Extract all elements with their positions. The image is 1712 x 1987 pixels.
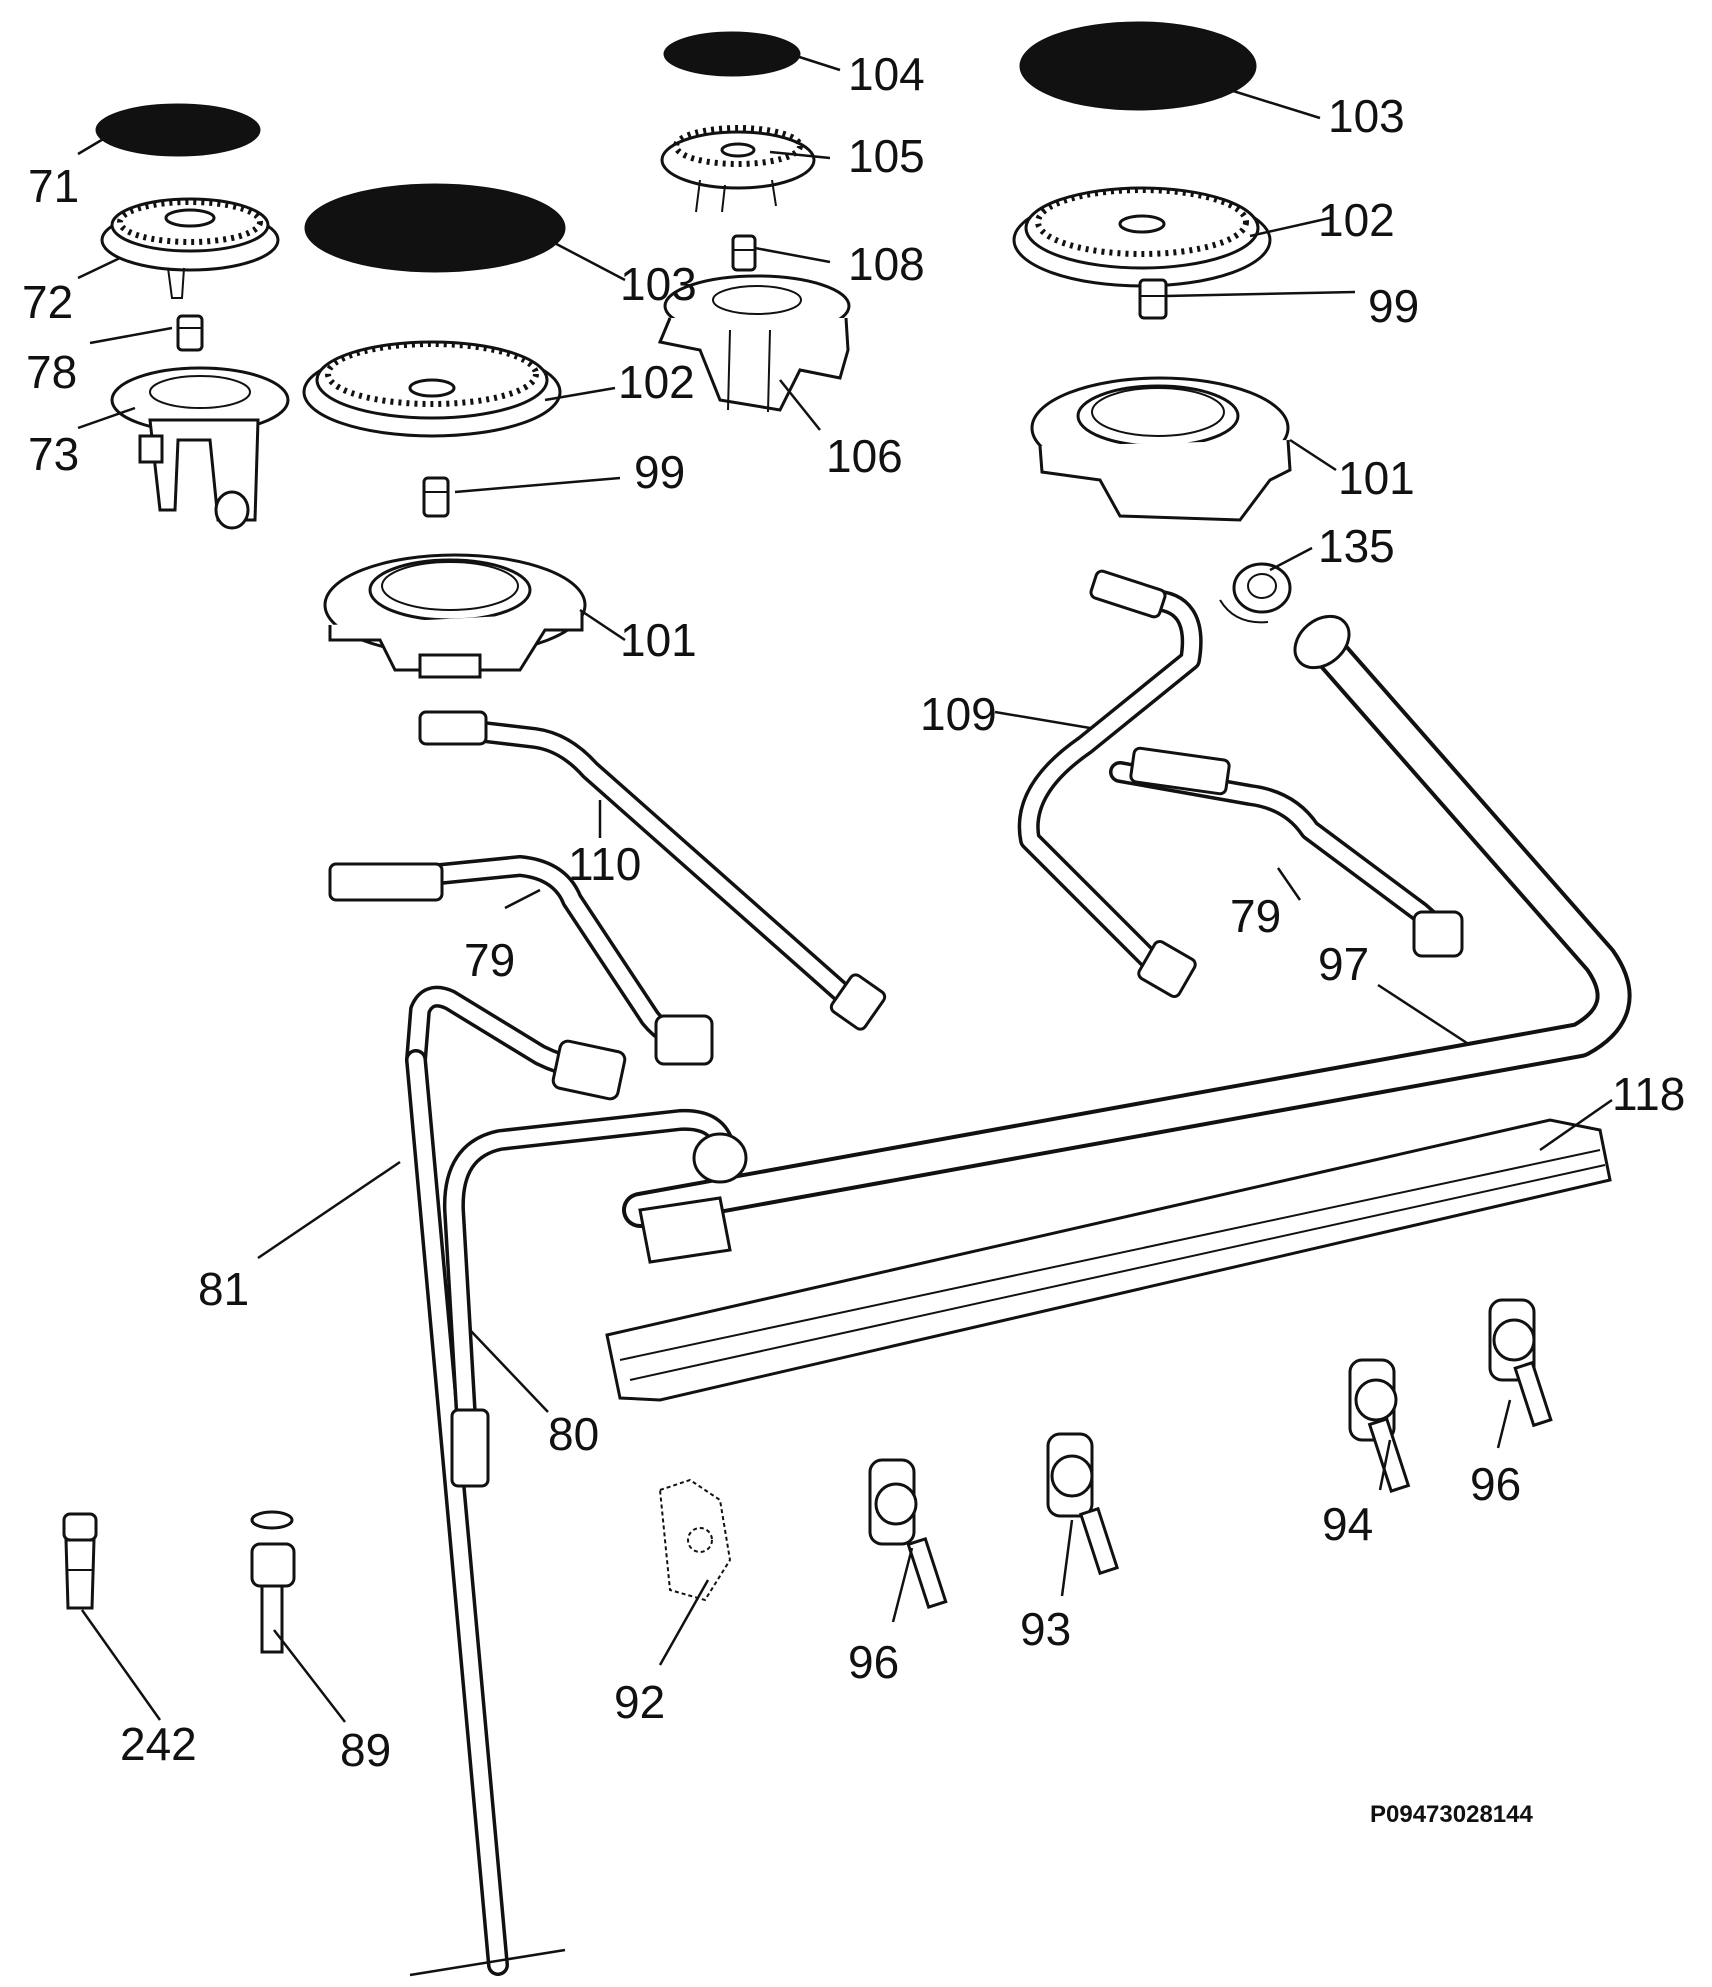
label-78: 78 bbox=[26, 346, 77, 398]
gas-pipe-79-right[interactable] bbox=[1109, 746, 1464, 958]
burner-crown-105[interactable] bbox=[660, 125, 816, 213]
label-71: 71 bbox=[28, 160, 79, 212]
label-96-left: 96 bbox=[848, 1636, 899, 1688]
burner-cap-71[interactable] bbox=[95, 103, 261, 157]
label-97: 97 bbox=[1318, 938, 1369, 990]
label-109: 109 bbox=[920, 688, 997, 740]
label-102-right: 102 bbox=[1318, 194, 1395, 246]
burner-crown-102-left[interactable] bbox=[302, 340, 562, 438]
gas-valve-96-right[interactable] bbox=[1488, 1298, 1553, 1428]
injector-78[interactable] bbox=[176, 314, 204, 352]
burner-body-73[interactable] bbox=[110, 366, 290, 530]
gas-pipe-110[interactable] bbox=[418, 710, 887, 1031]
burner-crown-102-right[interactable] bbox=[1012, 186, 1272, 288]
gas-pipe-109[interactable] bbox=[1017, 569, 1203, 999]
nut-135[interactable] bbox=[1219, 562, 1292, 624]
gas-connector-89[interactable] bbox=[250, 1510, 296, 1654]
burner-body-101-right[interactable] bbox=[1030, 376, 1292, 522]
label-110: 110 bbox=[568, 838, 641, 890]
injector-99-right[interactable] bbox=[1138, 278, 1168, 320]
label-81: 81 bbox=[198, 1263, 249, 1315]
label-135: 135 bbox=[1318, 520, 1395, 572]
label-79-left: 79 bbox=[464, 934, 515, 986]
label-101-left: 101 bbox=[620, 614, 697, 666]
label-104: 104 bbox=[848, 48, 925, 100]
gas-valve-96-left[interactable] bbox=[868, 1458, 948, 1610]
label-89: 89 bbox=[340, 1724, 391, 1776]
gas-valve-94[interactable] bbox=[1348, 1358, 1411, 1493]
label-242: 242 bbox=[120, 1718, 197, 1770]
drawing-code: P09473028144 bbox=[1370, 1801, 1533, 1828]
label-96-right: 96 bbox=[1470, 1458, 1521, 1510]
burner-cap-104[interactable] bbox=[663, 31, 801, 77]
label-73: 73 bbox=[28, 428, 79, 480]
label-99-left: 99 bbox=[634, 446, 685, 498]
part-number-labels: 71 72 78 73 103 102 99 101 104 105 108 1… bbox=[22, 48, 1685, 1828]
gas-pipe-81[interactable] bbox=[405, 985, 627, 1977]
thermocouple-242[interactable] bbox=[62, 1512, 98, 1610]
burner-body-101-left[interactable] bbox=[323, 553, 587, 679]
burner-cap-103-right[interactable] bbox=[1019, 21, 1257, 111]
gas-pipe-80[interactable] bbox=[442, 1108, 748, 1488]
gas-valve-93[interactable] bbox=[1046, 1432, 1120, 1576]
burner-crown-72[interactable] bbox=[100, 197, 280, 299]
valve-bracket-92[interactable] bbox=[658, 1478, 732, 1602]
label-102-left: 102 bbox=[618, 356, 695, 408]
injector-108[interactable] bbox=[731, 234, 757, 272]
label-80: 80 bbox=[548, 1408, 599, 1460]
label-101-right: 101 bbox=[1338, 452, 1415, 504]
leader-lines bbox=[77, 52, 1613, 1723]
gas-pipe-79-left[interactable] bbox=[328, 855, 714, 1066]
valve-rail-118[interactable] bbox=[605, 1118, 1612, 1402]
label-92: 92 bbox=[614, 1676, 665, 1728]
burner-body-106[interactable] bbox=[657, 274, 851, 413]
label-94: 94 bbox=[1322, 1498, 1373, 1550]
injector-99-left[interactable] bbox=[422, 476, 450, 518]
gas-supply-pipe-97[interactable] bbox=[622, 606, 1632, 1264]
label-79-right: 79 bbox=[1230, 890, 1281, 942]
label-108: 108 bbox=[848, 238, 925, 290]
label-106: 106 bbox=[826, 430, 903, 482]
label-118: 118 bbox=[1612, 1068, 1685, 1120]
label-93: 93 bbox=[1020, 1603, 1071, 1655]
label-72: 72 bbox=[22, 276, 73, 328]
label-103-left: 103 bbox=[620, 258, 697, 310]
burner-cap-103-left[interactable] bbox=[304, 183, 566, 273]
label-99-right: 99 bbox=[1368, 280, 1419, 332]
label-105: 105 bbox=[848, 130, 925, 182]
label-103-right: 103 bbox=[1328, 90, 1405, 142]
